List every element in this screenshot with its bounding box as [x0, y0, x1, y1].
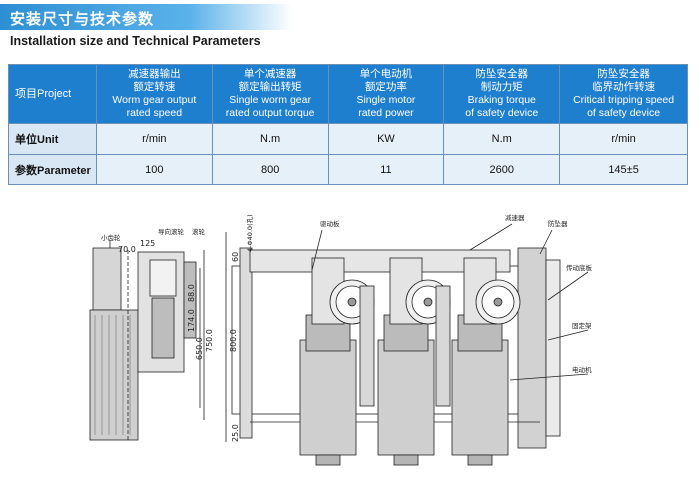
table-row-unit: 单位Unit r/min N.m KW N.m r/min: [8, 123, 688, 155]
label-drive-frame: 驱动板: [320, 219, 340, 228]
table-cell: r/min: [95, 123, 213, 155]
dim-800: 800.0: [229, 329, 238, 352]
table-cell: 100: [95, 154, 213, 185]
dim-650: 650.0: [195, 337, 204, 360]
table-cell: 800: [211, 154, 329, 185]
table-cell: N.m: [211, 123, 329, 155]
label-guide-wheel: 导向滚轮: [158, 227, 185, 236]
label-reducer: 减速器: [505, 213, 525, 222]
dim-88: 88.0: [187, 284, 196, 302]
side-view: [89, 240, 197, 441]
label-bolt-spec: 4-Φ40.0(孔): [246, 214, 254, 252]
row-label: 单位Unit: [8, 123, 97, 155]
dim-25: 25.0: [231, 424, 240, 442]
dim-60: 60: [231, 252, 240, 262]
label-roller: 滚轮: [192, 227, 206, 236]
col-header-project: 项目Project: [8, 64, 97, 124]
dim-70: 70.0: [118, 245, 136, 254]
row-label: 参数Parameter: [8, 154, 97, 185]
table-row-parameter: 参数Parameter 100 800 11 2600 145±5: [8, 154, 688, 185]
dim-125: 125: [140, 239, 155, 248]
label-safety-device: 防坠器: [548, 219, 568, 228]
section-title: 安装尺寸与技术参数: [10, 11, 155, 28]
table-cell: 145±5: [559, 154, 688, 185]
drive-unit-3: [451, 257, 521, 466]
label-fixed-frame: 固定架: [572, 321, 592, 330]
table-cell: 2600: [443, 154, 561, 185]
table-cell: 11: [327, 154, 445, 185]
dim-750: 750.0: [205, 329, 214, 352]
table-cell: KW: [327, 123, 445, 155]
table-cell: r/min: [559, 123, 688, 155]
table-cell: N.m: [443, 123, 561, 155]
dim-174: 174.0: [187, 309, 196, 332]
section-subtitle: Installation size and Technical Paramete…: [10, 34, 261, 48]
label-drive-base: 传动底板: [566, 263, 593, 272]
label-small-gear: 小齿轮: [101, 233, 121, 242]
installation-drawing: 小齿轮 导向滚轮 滚轮 驱动板 减速器 防坠器 传动底板 固定架 电动机 4-Φ…: [89, 213, 593, 466]
title-banner: [0, 4, 292, 30]
label-motor: 电动机: [572, 365, 592, 374]
